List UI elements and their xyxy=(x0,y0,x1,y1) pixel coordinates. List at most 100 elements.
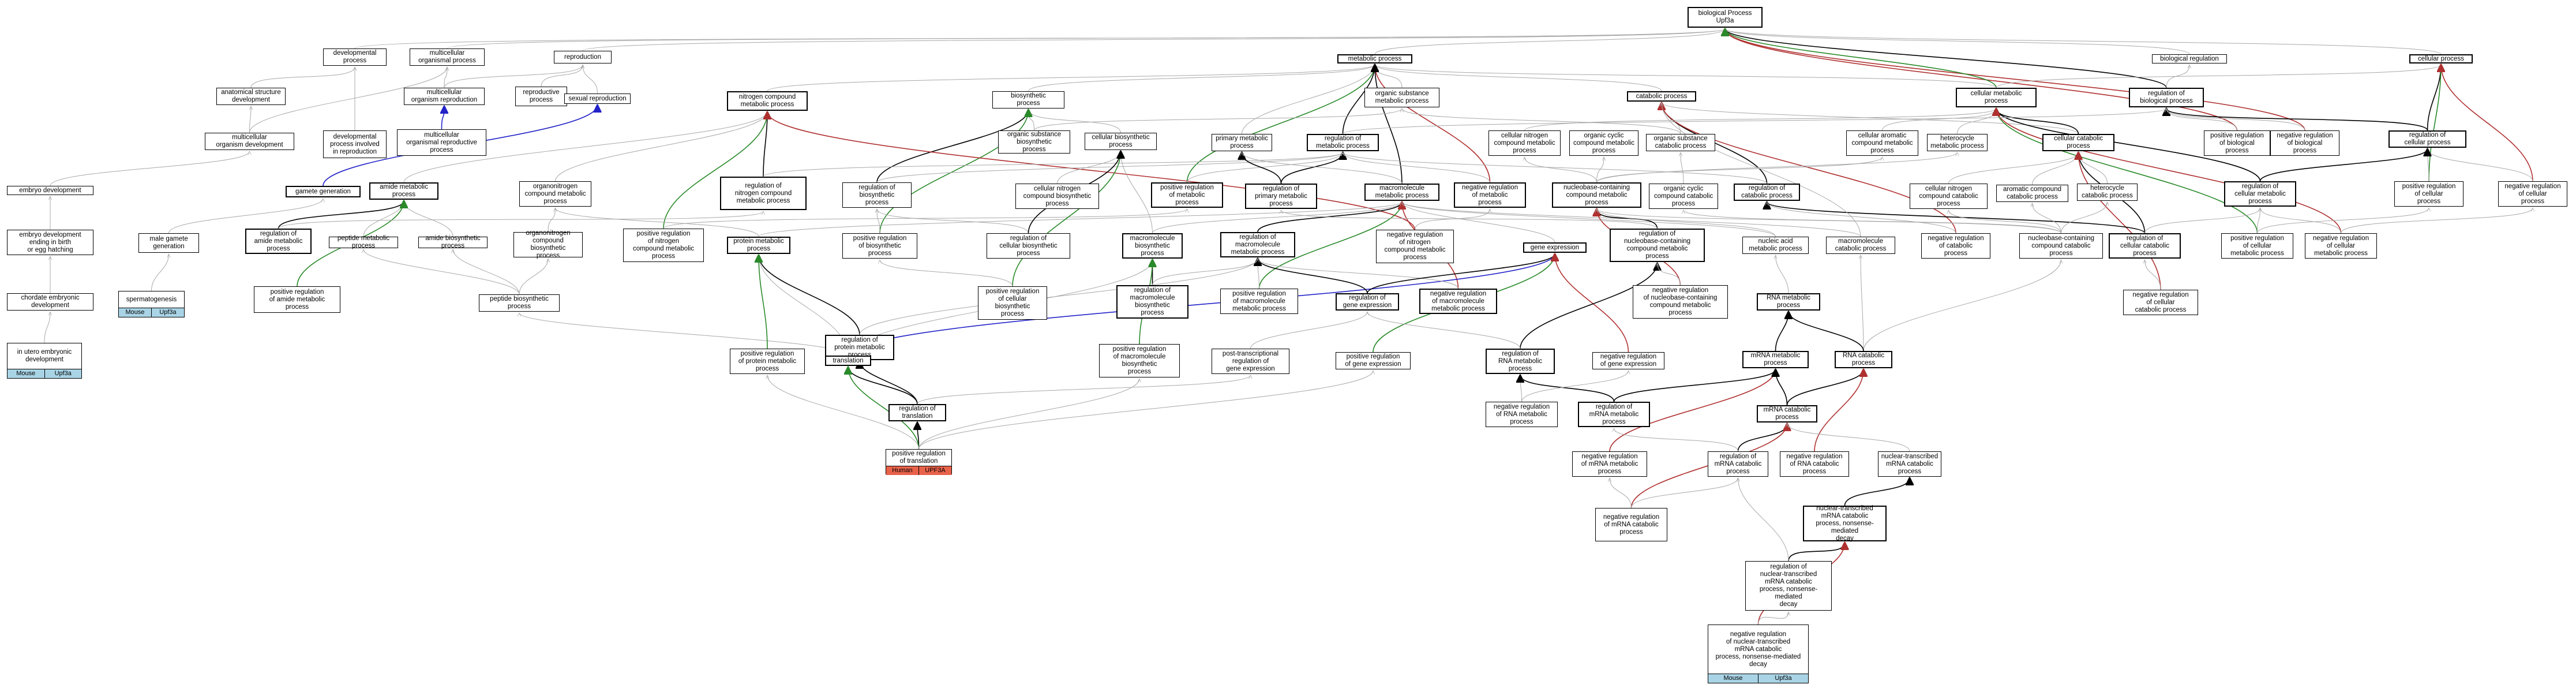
go-term-regcellmetab[interactable]: regulation of cellular metabolic process xyxy=(2224,181,2296,207)
go-term-mrnacat[interactable]: mRNA catabolic process xyxy=(1757,405,1817,422)
go-term-regcellbiosyn[interactable]: regulation of cellular biosynthetic proc… xyxy=(987,233,1070,259)
go-term-regmetab[interactable]: regulation of metabolic process xyxy=(1307,134,1379,151)
go-term-negregcell[interactable]: negative regulation of cellular process xyxy=(2498,181,2567,207)
go-term-bioreg[interactable]: biological regulation xyxy=(2152,54,2227,63)
go-term-nitro[interactable]: nitrogen compound metabolic process xyxy=(727,91,808,111)
go-term-negregnmd[interactable]: negative regulation of nuclear-transcrib… xyxy=(1708,625,1809,683)
go-term-orgnitrobiosyn[interactable]: organonitrogen compound biosynthetic pro… xyxy=(513,230,583,259)
go-term-nmd[interactable]: nuclear-transcribed mRNA catabolic proce… xyxy=(1803,505,1887,542)
go-term-protein[interactable]: protein metabolic process xyxy=(727,237,790,254)
go-term-metab[interactable]: metabolic process xyxy=(1337,54,1412,63)
go-term-regbiosyn[interactable]: regulation of biosynthetic process xyxy=(842,182,912,208)
go-term-cellnitro[interactable]: cellular nitrogen compound metabolic pro… xyxy=(1488,130,1561,156)
go-term-regnmd[interactable]: regulation of nuclear-transcribed mRNA c… xyxy=(1745,561,1832,611)
go-term-cellbiosyn[interactable]: cellular biosynthetic process xyxy=(1085,133,1157,150)
go-term-cellnitrocat[interactable]: cellular nitrogen compound catabolic pro… xyxy=(1910,184,1988,209)
go-term-regprim[interactable]: regulation of primary metabolic process xyxy=(1245,184,1317,209)
go-term-negregbio[interactable]: negative regulation of biological proces… xyxy=(2270,130,2339,156)
go-term-repro[interactable]: reproduction xyxy=(554,51,612,63)
go-term-macrobiosyn[interactable]: macromolecule biosynthetic process xyxy=(1122,233,1183,259)
go-term-anat[interactable]: anatomical structure development xyxy=(216,88,286,105)
go-term-embdev[interactable]: embryo development xyxy=(7,186,93,195)
go-term-peptide[interactable]: peptide metabolic process xyxy=(329,235,398,249)
go-term-gamete[interactable]: gamete generation xyxy=(286,186,361,197)
go-term-macrocat[interactable]: macromolecule catabolic process xyxy=(1826,237,1895,254)
go-term-rnametab[interactable]: RNA metabolic process xyxy=(1757,293,1820,311)
go-term-posregcellmetab[interactable]: positive regulation of cellular metaboli… xyxy=(2221,233,2293,259)
go-term-regnitro[interactable]: regulation of nitrogen compound metaboli… xyxy=(720,177,807,210)
go-term-chordate[interactable]: chordate embryonic development xyxy=(7,293,93,311)
go-term-reproproc[interactable]: reproductive process xyxy=(515,87,567,106)
go-term-regcellcat[interactable]: regulation of cellular catabolic process xyxy=(2109,233,2181,259)
go-term-nucleo[interactable]: nucleobase-containing compound metabolic… xyxy=(1552,182,1641,208)
go-term-devproc[interactable]: developmental process xyxy=(323,48,387,66)
go-term-devrepro[interactable]: developmental process involved in reprod… xyxy=(323,130,387,158)
go-term-posregamide[interactable]: positive regulation of amide metabolic p… xyxy=(254,286,340,313)
go-term-nucmrnacat[interactable]: nuclear-transcribed mRNA catabolic proce… xyxy=(1878,451,1941,477)
go-term-cellnitrobiosyn[interactable]: cellular nitrogen compound biosynthetic … xyxy=(1015,184,1099,209)
go-term-orgsubbiosyn[interactable]: organic substance biosynthetic process xyxy=(998,130,1070,154)
go-term-amide[interactable]: amide metabolic process xyxy=(369,182,438,200)
go-term-regcat[interactable]: regulation of catabolic process xyxy=(1734,184,1800,201)
go-term-multirepro[interactable]: multicellular organism reproduction xyxy=(404,88,485,105)
go-term-regnucleo[interactable]: regulation of nucleobase-containing comp… xyxy=(1610,229,1705,262)
go-term-multireproproc[interactable]: multicellular organismal reproductive pr… xyxy=(397,129,486,156)
go-term-posregmacro[interactable]: positive regulation of macromolecule met… xyxy=(1220,289,1298,314)
go-term-posregbio[interactable]: positive regulation of biological proces… xyxy=(2204,130,2270,156)
go-term-macro[interactable]: macromolecule metabolic process xyxy=(1364,184,1439,201)
go-term-geneexp[interactable]: gene expression xyxy=(1523,242,1587,253)
go-term-aromaticcat[interactable]: aromatic compound catabolic process xyxy=(1996,185,2068,202)
go-term-orgsubcat[interactable]: organic substance catabolic process xyxy=(1646,134,1715,151)
go-term-sexrepro[interactable]: sexual reproduction xyxy=(564,94,631,104)
go-term-bp[interactable]: biological Process Upf3a xyxy=(1688,7,1763,28)
go-term-posregcell[interactable]: positive regulation of cellular process xyxy=(2394,181,2463,207)
go-term-negregmacro[interactable]: negative regulation of macromolecule met… xyxy=(1419,289,1497,314)
go-term-multidev[interactable]: multicellular organism development xyxy=(205,133,294,150)
go-term-negreggeneexp[interactable]: negative regulation of gene expression xyxy=(1592,352,1664,369)
go-term-regtranslation[interactable]: regulation of translation xyxy=(888,404,946,421)
go-term-negregnucleo[interactable]: negative regulation of nucleobase-contai… xyxy=(1633,285,1728,319)
go-term-regcell[interactable]: regulation of cellular process xyxy=(2388,130,2466,148)
go-term-heterocycle[interactable]: heterocycle metabolic process xyxy=(1927,134,1988,151)
go-term-negregcellcat[interactable]: negative regulation of cellular cataboli… xyxy=(2123,290,2198,315)
go-term-posregmetab[interactable]: positive regulation of metabolic process xyxy=(1151,182,1223,208)
go-term-orgcycliccat[interactable]: organic cyclic compound catabolic proces… xyxy=(1649,184,1718,209)
go-term-negregmrnacat[interactable]: negative regulation of mRNA catabolic pr… xyxy=(1595,508,1667,541)
go-term-cellproc[interactable]: cellular process xyxy=(2409,54,2473,63)
go-term-negregmetab[interactable]: negative regulation of metabolic process xyxy=(1454,182,1526,208)
go-term-posregcellbiosyn[interactable]: positive regulation of cellular biosynth… xyxy=(978,286,1047,320)
go-term-amidebiosyn[interactable]: amide biosynthetic process xyxy=(418,235,488,249)
go-term-orgsub[interactable]: organic substance metabolic process xyxy=(1364,88,1439,107)
go-term-rnacat[interactable]: RNA catabolic process xyxy=(1835,351,1892,368)
go-term-reggeneexp[interactable]: regulation of gene expression xyxy=(1336,293,1399,311)
go-term-cellcat[interactable]: cellular catabolic process xyxy=(2042,134,2114,151)
go-term-nucleocat[interactable]: nucleobase-containing compound catabolic… xyxy=(2019,233,2103,259)
go-term-malegamete[interactable]: male gamete generation xyxy=(138,233,199,253)
go-term-cellaromatic[interactable]: cellular aromatic compound metabolic pro… xyxy=(1846,130,1918,156)
go-term-negregrnacat[interactable]: negative regulation of RNA catabolic pro… xyxy=(1780,451,1849,477)
go-term-posregbiosyn[interactable]: positive regulation of biosynthetic proc… xyxy=(842,233,917,259)
go-term-orgcyclic[interactable]: organic cyclic compound metabolic proces… xyxy=(1569,130,1638,156)
go-term-regamide[interactable]: regulation of amide metabolic process xyxy=(245,229,312,254)
go-term-regmrna[interactable]: regulation of mRNA metabolic process xyxy=(1578,402,1650,427)
go-term-posregnitro[interactable]: positive regulation of nitrogen compound… xyxy=(623,229,704,262)
go-term-nucleicacid[interactable]: nucleic acid metabolic process xyxy=(1742,237,1809,254)
go-term-multiorg[interactable]: multicellular organismal process xyxy=(410,48,485,66)
go-term-posregmacrobiosyn[interactable]: positive regulation of macromolecule bio… xyxy=(1099,344,1180,377)
go-term-negregrna[interactable]: negative regulation of RNA metabolic pro… xyxy=(1486,402,1558,427)
go-term-regrna[interactable]: regulation of RNA metabolic process xyxy=(1486,349,1555,374)
go-term-posttrans[interactable]: post-transcriptional regulation of gene … xyxy=(1212,349,1289,374)
go-term-regmrnacat[interactable]: regulation of mRNA catabolic process xyxy=(1708,451,1768,477)
go-term-heterocat[interactable]: heterocycle catabolic process xyxy=(2077,184,2138,201)
go-term-embbirth[interactable]: embryo development ending in birth or eg… xyxy=(7,230,93,255)
go-term-regmacro[interactable]: regulation of macromolecule metabolic pr… xyxy=(1220,232,1295,257)
go-term-regmacrobiosyn[interactable]: regulation of macromolecule biosynthetic… xyxy=(1116,285,1188,319)
go-term-catab[interactable]: catabolic process xyxy=(1627,91,1696,102)
go-term-biosyn[interactable]: biosynthetic process xyxy=(992,91,1064,109)
go-term-posregprot[interactable]: positive regulation of protein metabolic… xyxy=(730,349,805,374)
go-term-translation[interactable]: translation xyxy=(825,356,871,366)
go-term-negregnitro[interactable]: negative regulation of nitrogen compound… xyxy=(1376,230,1454,263)
go-term-negregcellmetab[interactable]: negative regulation of cellular metaboli… xyxy=(2305,233,2377,259)
